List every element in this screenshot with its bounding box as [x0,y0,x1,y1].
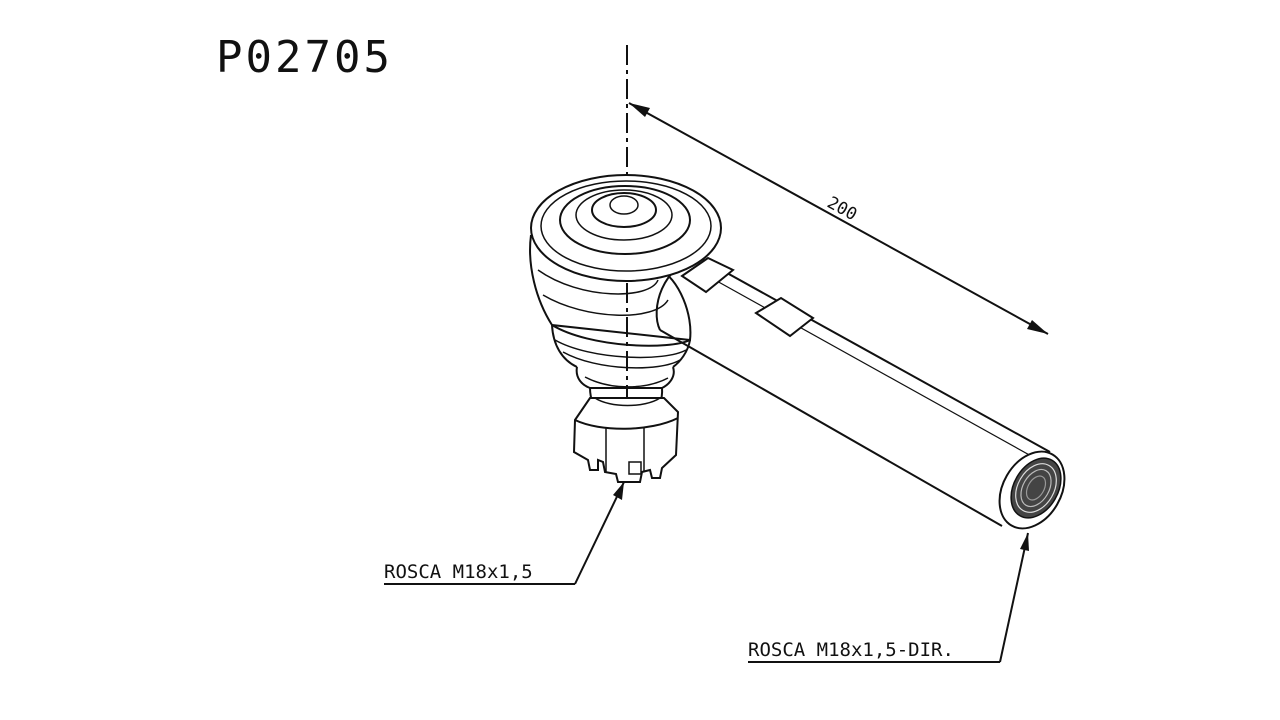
dimension-line [628,102,1049,335]
part-number: P02705 [216,32,393,83]
stud-thread-leader [384,481,625,585]
tube-thread-label: ROSCA M18x1,5-DIR. [748,639,954,661]
threaded-tube-end [998,450,1066,530]
dimension-value: 200 [824,193,861,225]
tie-rod-tube [655,256,1051,527]
stud-thread-label: ROSCA M18x1,5 [384,561,533,583]
ball-joint-housing [529,174,722,369]
tube-thread-leader [748,532,1029,663]
castle-nut [572,397,680,483]
